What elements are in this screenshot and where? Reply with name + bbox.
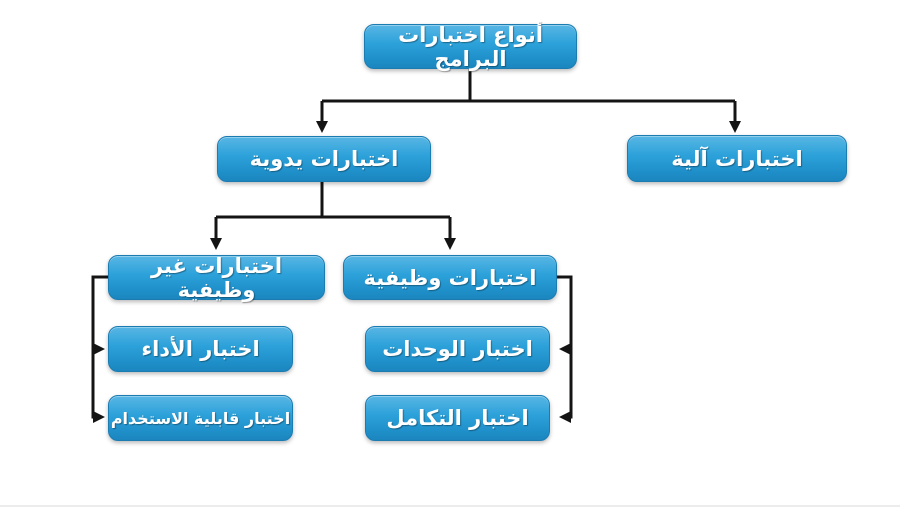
node-unit-test: اختبار الوحدات xyxy=(365,326,550,372)
node-root: أنواع اختبارات البرامج xyxy=(364,23,577,71)
bottom-edge-line xyxy=(0,505,900,507)
node-automated-tests: اختبارات آلية xyxy=(627,135,847,182)
node-performance-test: اختبار الأداء xyxy=(108,326,293,372)
node-usability-test: اختبار قابلية الاستخدام xyxy=(108,395,293,441)
node-nonfunctional-tests: اختبارات غير وظيفية xyxy=(108,254,325,302)
node-integration-test: اختبار التكامل xyxy=(365,395,550,441)
node-functional-tests: اختبارات وظيفية xyxy=(343,255,557,300)
node-manual-tests: اختبارات يدوية xyxy=(217,136,431,182)
